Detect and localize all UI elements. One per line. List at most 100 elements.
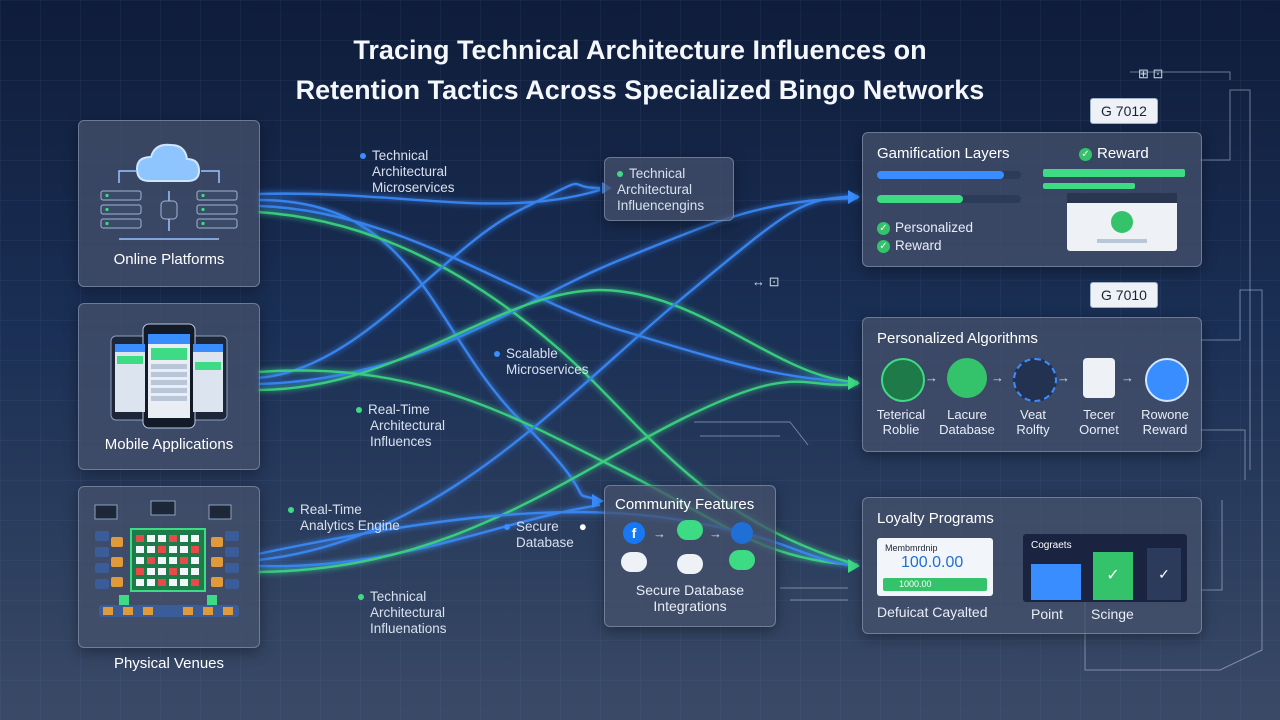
check-icon: ✓ [1079,147,1092,161]
flow-label-realtime-analytics: Real-Time Analytics Engine [288,502,400,534]
bingo-cell [180,568,188,575]
flow-mobile-to-tech [257,182,601,380]
flow-online-to-personalized [257,204,859,384]
bingo-cell [136,535,144,542]
scinge-label: Scinge [1091,606,1134,622]
source-online-platforms[interactable]: Online Platforms [78,120,260,287]
bingo-cell [147,546,155,553]
membership-card: Membmrdnip 100.0.00 1000.00 [877,538,993,596]
page-title: Tracing Technical Architecture Influence… [0,30,1280,110]
arrowhead-gamification [848,190,860,204]
chat-green-icon [677,520,703,540]
phones-icon [110,323,228,429]
point-card [1031,564,1081,600]
bingo-cell [136,568,144,575]
reward-icon [1145,358,1189,402]
source-label: Mobile Applications [104,436,234,453]
community-caption: Secure Database Integrations [635,582,745,614]
bingo-cell [169,546,177,553]
flow-online-to-tech [257,188,601,205]
loyalty-caption: Defuicat Cayalted [877,604,988,620]
bingo-cell [180,557,188,564]
loyalty-programs-panel[interactable]: Loyalty Programs Membmrdnip 100.0.00 100… [862,497,1202,634]
bingo-cell [147,579,155,586]
flow-label-technical-microservices: Technical Architectural Microservices [360,148,455,196]
loyalty-dashboard: Cograets ✓ ✓ [1023,534,1187,602]
marker-top: ⊞ ⊡ [1138,66,1164,81]
point-label: Point [1031,606,1063,622]
user-icon [1111,211,1133,233]
loyalty-title: Loyalty Programs [877,510,994,527]
bingo-cell [180,546,188,553]
share-icon [731,522,753,544]
bingo-cell [158,546,166,553]
title-line-2: Retention Tactics Across Specialized Bin… [295,75,985,105]
flow-label-technical-influenations: Technical Architectural Influenations [358,589,447,637]
bingo-cell [191,535,199,542]
bingo-cell [191,579,199,586]
bingo-cell [158,557,166,564]
bingo-cell [147,557,155,564]
arrowhead-community [592,494,604,508]
gamification-layers-panel[interactable]: Gamification Layers ✓Reward ✓Personalize… [862,132,1202,267]
title-line-1: Tracing Technical Architecture Influence… [353,35,927,65]
database-user-icon [947,358,987,398]
gamification-checklist: ✓Personalized ✓Reward [877,219,973,255]
source-mobile-applications[interactable]: Mobile Applications [78,303,260,470]
bingo-cell [169,579,177,586]
bingo-cell [169,568,177,575]
flow-online-to-community [257,198,601,502]
tag-g7010: G 7010 [1090,282,1158,308]
progress-bar-2 [877,195,1021,203]
arrow-right-icon: → [709,526,722,541]
bingo-cell [169,535,177,542]
chat-green-icon [729,550,755,570]
bingo-cell [158,568,166,575]
arrowhead-personalized [848,376,860,390]
marker-mid: ↔ ⊡ [752,274,780,289]
source-label: Physical Venues [113,655,225,672]
network-icon [1013,358,1057,402]
bingo-cell [191,568,199,575]
bingo-cell [191,557,199,564]
badge-icon: ✓ [1147,548,1181,600]
progress-bar-1 [877,171,1021,179]
chat-bubble-icon [621,552,647,572]
personalized-title: Personalized Algorithms [877,330,1038,347]
bingo-cell [136,557,144,564]
check-card-icon: ✓ [1093,552,1133,600]
reward-card [1067,193,1177,251]
check-icon: ✓ [877,239,890,253]
source-physical-venues[interactable]: Physical Venues [78,486,260,672]
document-icon [1083,358,1115,398]
arrowhead-loyalty [848,559,860,573]
bingo-cell [169,557,177,564]
community-features-panel[interactable]: Community Features f → → Secure Database… [604,485,776,627]
flow-label-secure-database: Secure● Database [504,519,587,551]
flow-mobile-to-personalized [257,288,859,392]
flow-label-realtime-influences: Real-Time Architectural Influences [356,402,445,450]
bingo-cell [147,568,155,575]
cloud-server-icon [100,143,238,240]
community-title: Community Features [615,496,755,513]
tag-g7012: G 7012 [1090,98,1158,124]
arrow-right-icon: → [653,526,666,541]
flow-physical-to-gamification [257,194,859,562]
chat-bubble-icon [677,554,703,574]
source-label: Online Platforms [113,251,225,268]
bingo-cell [136,546,144,553]
personalized-algorithms-panel[interactable]: Personalized Algorithms → → → → Teterica… [862,317,1202,452]
bingo-cell [191,546,199,553]
flow-label-scalable-microservices: Scalable Microservices [494,346,589,378]
check-icon: ✓ [877,221,890,235]
bingo-hall-icon [94,500,239,617]
bingo-cell [158,579,166,586]
bingo-cell [158,535,166,542]
bingo-cell [180,535,188,542]
